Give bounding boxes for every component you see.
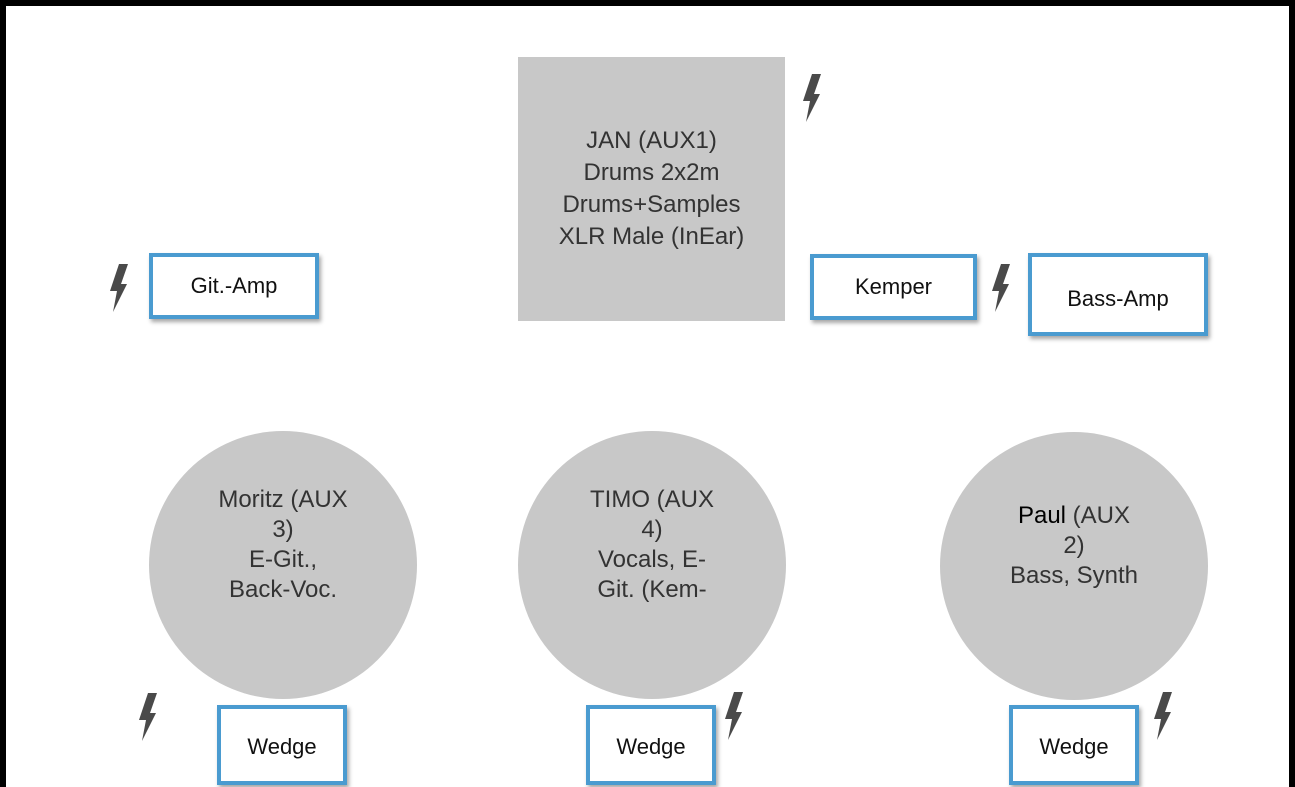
musician-timo: TIMO (AUX 4) Vocals, E- Git. (Kem- <box>518 431 786 699</box>
musician-line: 2) <box>1063 532 1085 559</box>
musician-line: Vocals, E- <box>597 546 707 573</box>
drum-line: JAN (AUX1) <box>586 127 717 154</box>
git-amp-box: Git.-Amp <box>149 253 319 319</box>
musician-line: TIMO (AUX <box>590 486 714 513</box>
drum-riser-jan: JAN (AUX1) Drums 2x2m Drums+Samples XLR … <box>518 57 785 321</box>
wedge-center-box: Wedge <box>586 705 716 785</box>
power-bolt-icon <box>989 262 1013 314</box>
musician-moritz: Moritz (AUX 3) E-Git., Back-Voc. <box>149 431 417 699</box>
power-bolt-icon <box>136 691 160 743</box>
musician-line: Git. (Kem- <box>597 576 707 603</box>
drum-line: Drums 2x2m <box>583 159 720 186</box>
wedge-right-box: Wedge <box>1009 705 1139 785</box>
bass-amp-box: Bass-Amp <box>1028 253 1208 336</box>
musician-line: Back-Voc. <box>228 576 338 603</box>
musician-line: 3) <box>272 516 294 543</box>
musician-line: 4) <box>641 516 663 543</box>
power-bolt-icon <box>722 690 746 742</box>
musician-line: E-Git., <box>248 546 317 573</box>
musician-name: Paul <box>1017 502 1067 529</box>
power-bolt-icon <box>800 72 824 124</box>
drum-line: XLR Male (InEar) <box>558 223 745 250</box>
musician-line: Bass, Synth <box>1009 562 1139 589</box>
wedge-left-box: Wedge <box>217 705 347 785</box>
musician-line: Moritz (AUX <box>218 486 348 513</box>
power-bolt-icon <box>107 262 131 314</box>
musician-paul: Paul (AUX 2) Bass, Synth <box>940 432 1208 700</box>
musician-aux: (AUX <box>1066 502 1131 529</box>
kemper-box: Kemper <box>810 254 977 320</box>
musician-line: Paul (AUX <box>989 501 1159 531</box>
drum-line: Drums+Samples <box>562 191 741 218</box>
power-bolt-icon <box>1151 690 1175 742</box>
